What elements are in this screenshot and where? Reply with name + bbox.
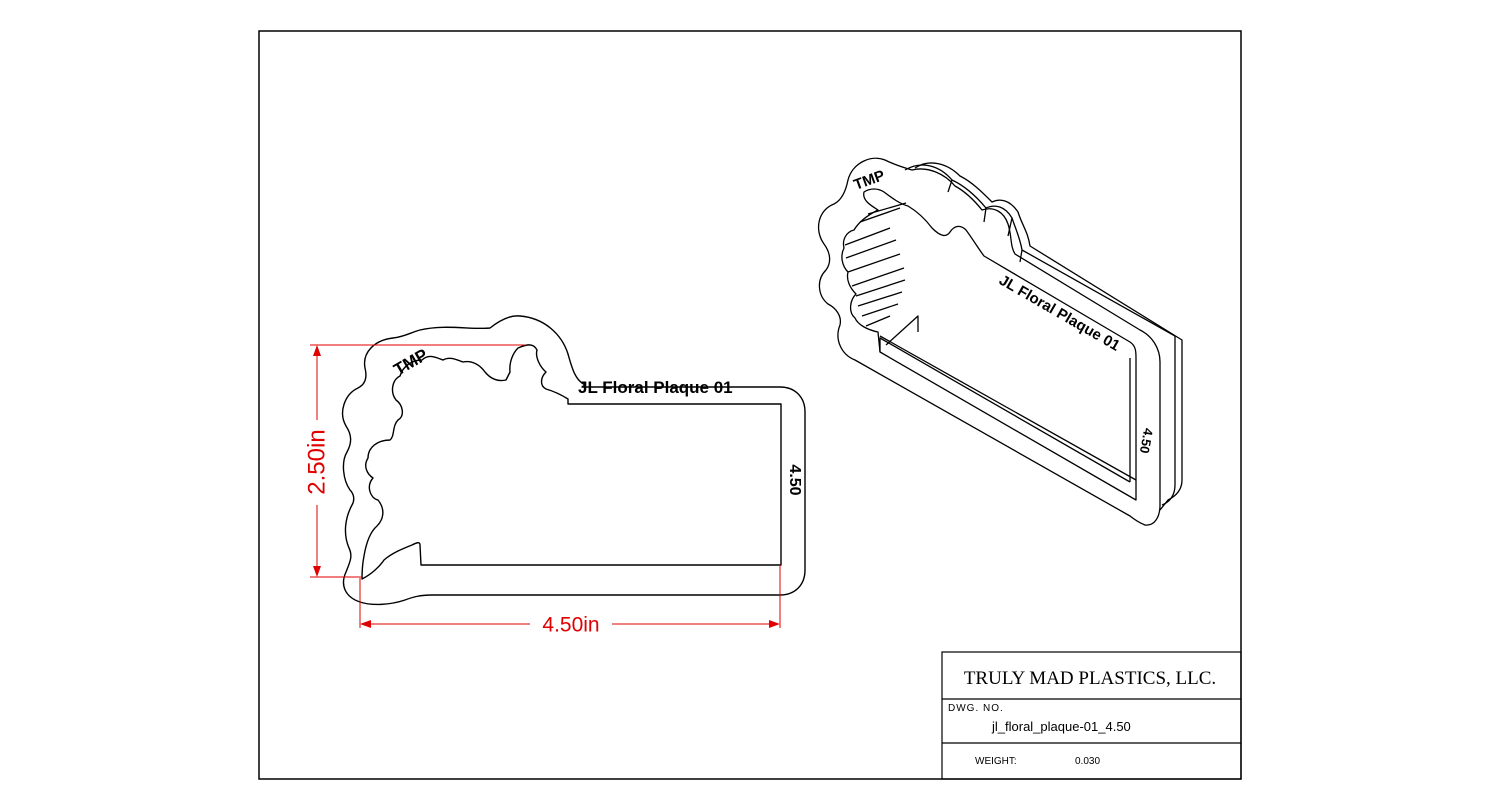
front-size-label: 4.50 [786,464,803,495]
front-outer-outline [341,315,806,606]
iso-outer-outline [817,157,1161,526]
front-view [341,315,806,606]
iso-back-layer-2 [904,164,1176,506]
title-block-weight-label: WEIGHT: [975,756,1017,767]
width-dimension-label: 4.50in [542,614,599,637]
width-dimension [359,565,781,628]
title-block-company: TRULY MAD PLASTICS, LLC. [964,668,1216,689]
iso-inner-wall [879,315,1137,483]
iso-inner-outline [841,188,1137,501]
iso-back-layer-1 [947,179,1023,263]
title-block-dwg-value: jl_floral_plaque-01_4.50 [991,719,1131,734]
iso-back-layer-3 [914,162,1183,511]
front-part-label: JL Floral Plaque 01 [578,378,733,397]
front-brand-mark: TMP [391,345,432,379]
front-inner-outline [361,344,782,580]
title-block-weight-value: 0.030 [1075,756,1100,767]
sheet-border [258,30,1242,780]
iso-view [817,157,1183,526]
iso-part-label: JL Floral Plaque 01 [996,272,1123,355]
title-block [941,651,1242,780]
height-dimension [310,344,525,578]
title-block-dwg-label: DWG. NO. [948,703,1004,714]
iso-floral-ribs [844,202,907,327]
height-dimension-label: 2.50in [304,429,331,494]
iso-size-label: 4.50 [1137,427,1156,455]
